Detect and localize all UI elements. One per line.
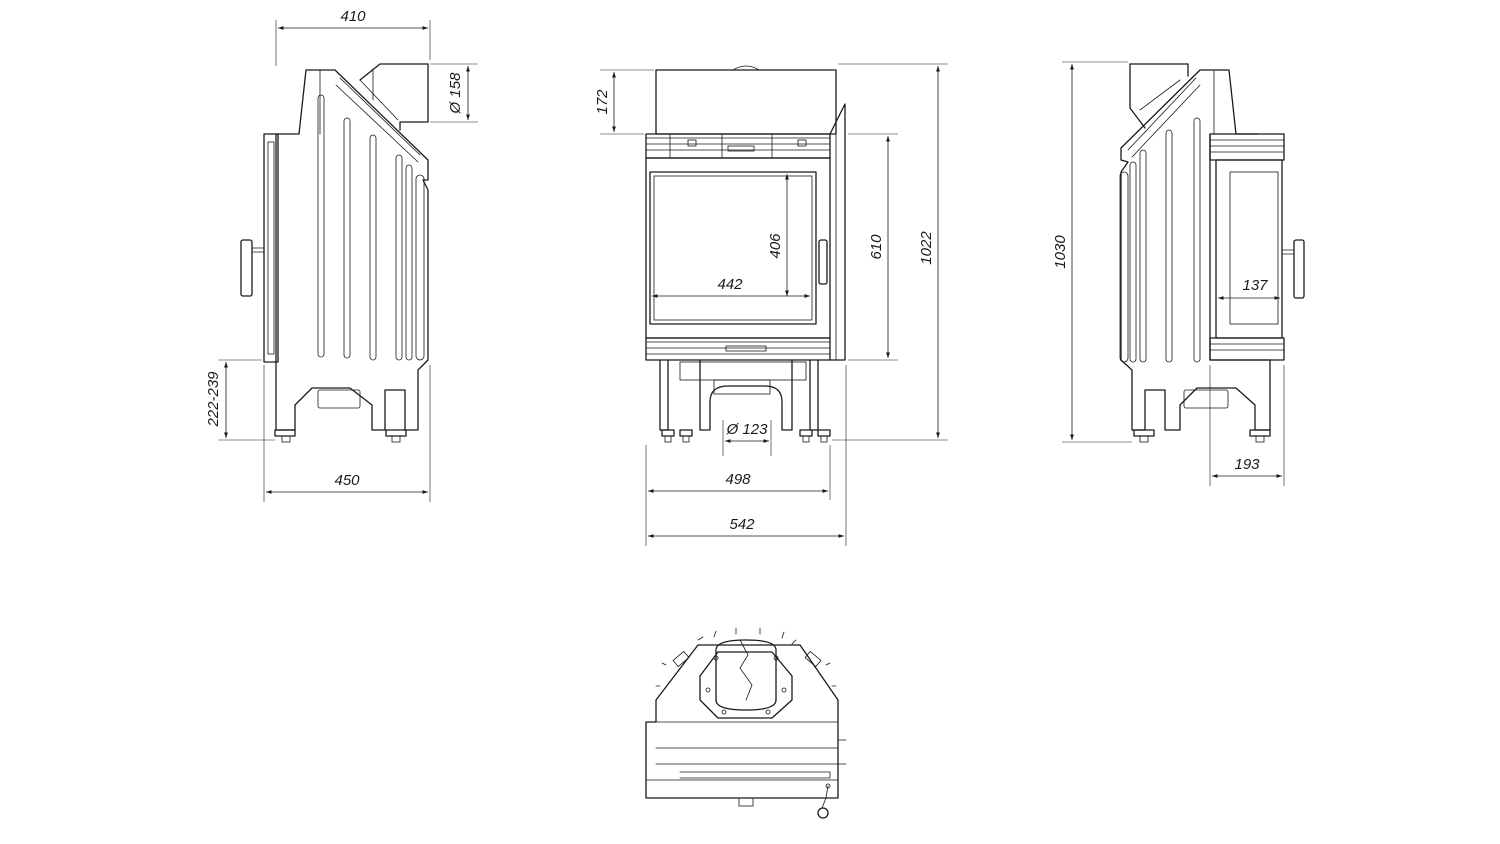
side-view-right-dimensions: 1030 137 193	[1052, 61, 1285, 486]
dim-door-frame-width: 498	[725, 471, 751, 488]
side-view-left-dimensions: 410 Ø 158 222-239 450	[205, 8, 478, 502]
dim-top-section-height: 172	[594, 89, 611, 115]
dim-total-width: 542	[729, 516, 755, 533]
dim-right-height: 1030	[1052, 235, 1069, 269]
dim-door-height: 610	[868, 234, 885, 260]
dim-glass-width: 442	[717, 276, 743, 293]
dim-air-inlet-diameter: Ø 123	[726, 421, 769, 438]
front-view	[645, 65, 846, 443]
dim-side-offset: 193	[1234, 456, 1260, 473]
front-view-dimensions: 172 406 442 610 1022 Ø 123 498 542	[594, 63, 948, 546]
dim-flue-diameter-side: Ø 158	[447, 72, 464, 115]
dim-side-glass-width: 137	[1242, 277, 1268, 294]
side-view-left	[240, 63, 429, 443]
dim-glass-height: 406	[767, 233, 784, 259]
dim-side-depth: 450	[334, 472, 360, 489]
dim-side-top-width: 410	[340, 8, 366, 25]
dim-front-height: 1022	[918, 231, 935, 265]
top-view	[645, 627, 847, 819]
dim-floor-clearance: 222-239	[205, 371, 222, 428]
side-view-right	[1119, 63, 1305, 443]
